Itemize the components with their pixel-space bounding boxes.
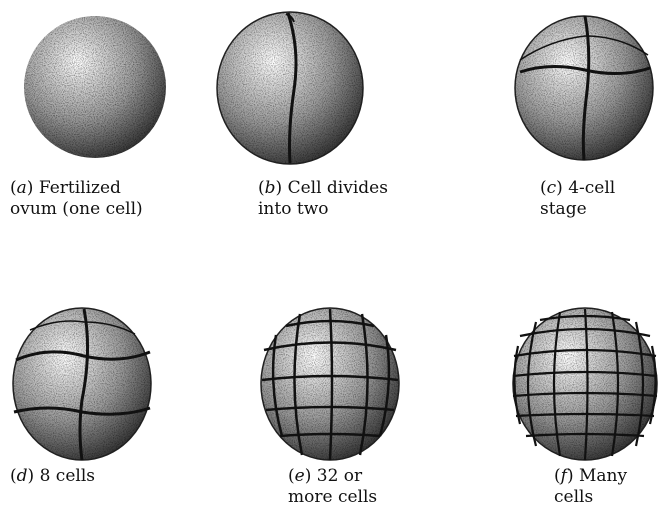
caption-a: (a) Fertilized ovum (one cell) [10, 178, 143, 220]
caption-f: (f) Many cells [554, 466, 627, 508]
caption-f-letter: f [561, 466, 567, 486]
caption-c: (c) 4-cell stage [540, 178, 615, 220]
caption-a-line2: ovum (one cell) [10, 199, 143, 220]
caption-d-letter: d [17, 466, 28, 486]
cell-d-eight-cells [13, 308, 151, 460]
cell-a-one-cell [24, 16, 166, 158]
caption-c-line2: stage [540, 199, 615, 220]
caption-d: (d) 8 cells [10, 466, 95, 487]
cell-c-four-cells [515, 16, 653, 160]
cell-e-32-cells [261, 308, 399, 460]
caption-f-line2: cells [554, 487, 627, 508]
caption-e-line2: more cells [288, 487, 377, 508]
caption-a-letter: a [17, 178, 27, 198]
caption-a-line1: Fertilized [39, 178, 121, 198]
caption-c-letter: c [547, 178, 557, 198]
caption-e-letter: e [295, 466, 305, 486]
caption-b-line2: into two [258, 199, 388, 220]
cell-b-two-cells [217, 12, 363, 164]
caption-b: (b) Cell divides into two [258, 178, 388, 220]
caption-b-line1: Cell divides [288, 178, 388, 198]
caption-c-line1: 4-cell [568, 178, 615, 198]
caption-b-letter: b [265, 178, 276, 198]
caption-d-line1: 8 cells [40, 466, 95, 486]
caption-f-line1: Many [579, 466, 627, 486]
cell-f-many-cells [513, 308, 657, 460]
caption-e: (e) 32 or more cells [288, 466, 377, 508]
caption-e-line1: 32 or [317, 466, 362, 486]
